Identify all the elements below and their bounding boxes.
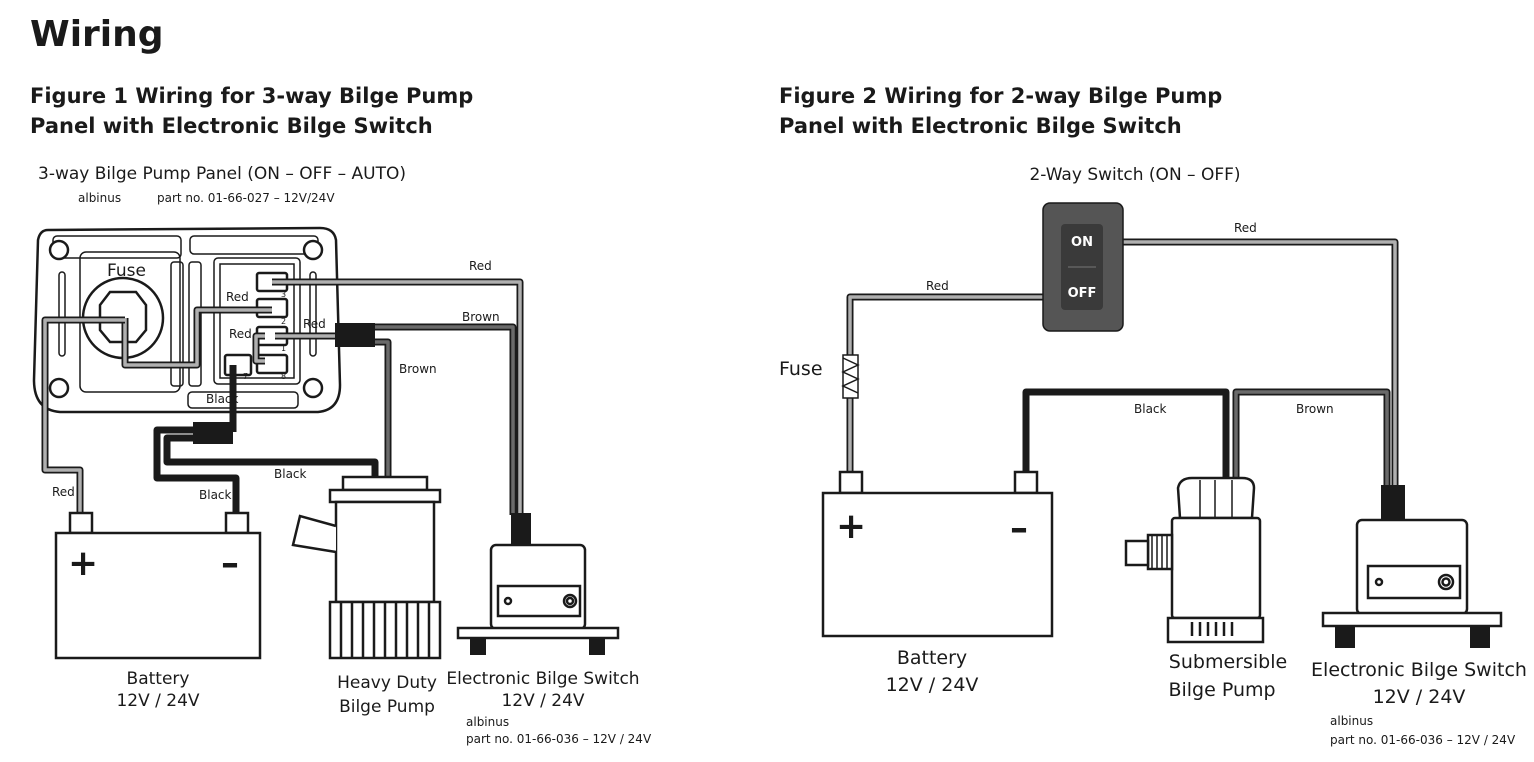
mounting-hole — [48, 239, 324, 399]
battery-voltage: 12V / 24V — [116, 691, 199, 711]
wire-label-brown: Brown — [1296, 402, 1334, 416]
switch-brand: albinus — [1330, 714, 1373, 728]
wire-red-jumper-1-8 — [252, 332, 265, 365]
wire-red-terminal3-to-switch — [272, 278, 524, 515]
wire-label-black: Black — [206, 392, 239, 406]
inline-fuse — [841, 354, 860, 399]
switch-part-number: part no. 01-66-036 – 12V / 24V — [1330, 733, 1516, 747]
wire-black-battery-to-pump — [1022, 388, 1230, 480]
switch-label: Electronic Bilge Switch — [446, 669, 639, 689]
wire-connector — [335, 323, 375, 347]
wire-red-fuse-to-terminal2 — [121, 306, 272, 369]
battery: + – — [54, 511, 262, 660]
wire-label-brown: Brown — [399, 362, 437, 376]
wire-label-red: Red — [229, 327, 252, 341]
figure2-title-line2: Panel with Electronic Bilge Switch — [779, 114, 1182, 138]
wire-label-red: Red — [226, 290, 249, 304]
battery-voltage: 12V / 24V — [886, 674, 979, 696]
minus-sign: – — [1010, 508, 1028, 549]
wire-label-black: Black — [1134, 402, 1167, 416]
heavy-duty-bilge-pump — [291, 475, 442, 660]
wire-label-black: Black — [199, 488, 232, 502]
terminal-7: 7 — [243, 372, 248, 381]
wire-connector — [193, 422, 233, 444]
pump-label-line2: Bilge Pump — [1168, 679, 1275, 701]
switch-brand: albinus — [466, 715, 509, 729]
switch-label: Electronic Bilge Switch — [1311, 659, 1527, 681]
wire-red-fuse-to-battery — [41, 316, 125, 515]
wire-label-brown: Brown — [462, 310, 500, 324]
switch-on-label: ON — [1071, 235, 1093, 250]
pump-label-line1: Heavy Duty — [337, 673, 437, 693]
wire-red-switch-to-fuse-battery — [846, 293, 1045, 472]
figure2-title-line1: Figure 2 Wiring for 2-way Bilge Pump — [779, 84, 1222, 108]
page-title: Wiring — [30, 14, 164, 55]
figure1-title-line1: Figure 1 Wiring for 3-way Bilge Pump — [30, 84, 473, 108]
switch-voltage: 12V / 24V — [1373, 686, 1466, 708]
panel-brand: albinus — [78, 191, 121, 205]
wire-brown-to-switch — [374, 323, 517, 515]
panel-label: 3-way Bilge Pump Panel (ON – OFF – AUTO) — [38, 164, 406, 184]
three-way-panel: Fuse 3 2 1 8 7 — [32, 226, 342, 414]
battery-label: Battery — [127, 669, 190, 689]
wire-label-red: Red — [1234, 221, 1257, 235]
electronic-bilge-switch — [456, 513, 620, 655]
battery: + – — [821, 470, 1054, 638]
plus-sign: + — [68, 543, 98, 584]
wire-red-switch-to-bilge-switch — [1120, 238, 1399, 487]
figure-1: Figure 1 Wiring for 3-way Bilge Pump Pan… — [30, 84, 652, 746]
two-way-switch-label: 2-Way Switch (ON – OFF) — [1029, 165, 1240, 185]
figure-2: Figure 2 Wiring for 2-way Bilge Pump Pan… — [779, 84, 1527, 747]
submersible-bilge-pump — [1124, 476, 1265, 644]
fuse-label: Fuse — [107, 261, 146, 281]
wire-brown-to-pump — [374, 338, 392, 478]
wire-label-red: Red — [52, 485, 75, 499]
terminal-3: 3 — [281, 290, 286, 299]
wire-label-red: Red — [926, 279, 949, 293]
wire-label-black: Black — [274, 467, 307, 481]
battery-label: Battery — [897, 647, 967, 669]
electronic-bilge-switch — [1321, 485, 1503, 648]
panel-part-number: part no. 01-66-027 – 12V/24V — [157, 191, 335, 205]
wire-black-panel — [153, 365, 379, 515]
switch-voltage: 12V / 24V — [501, 691, 584, 711]
wire-label-red: Red — [303, 317, 326, 331]
figure1-title-line2: Panel with Electronic Bilge Switch — [30, 114, 433, 138]
terminal-8: 8 — [281, 372, 286, 381]
wire-brown-pump-to-switch — [1232, 388, 1391, 487]
switch-part-number: part no. 01-66-036 – 12V / 24V — [466, 732, 652, 746]
pump-label-line1: Submersible — [1169, 651, 1287, 673]
wire-label-red: Red — [469, 259, 492, 273]
minus-sign: – — [221, 543, 239, 584]
switch-off-label: OFF — [1068, 286, 1097, 301]
terminal-1: 1 — [281, 344, 286, 353]
two-way-switch[interactable]: ON OFF — [1042, 202, 1124, 332]
plus-sign: + — [836, 506, 866, 547]
terminal-2: 2 — [281, 317, 286, 326]
fuse-label: Fuse — [779, 358, 823, 380]
pump-label-line2: Bilge Pump — [339, 697, 435, 717]
